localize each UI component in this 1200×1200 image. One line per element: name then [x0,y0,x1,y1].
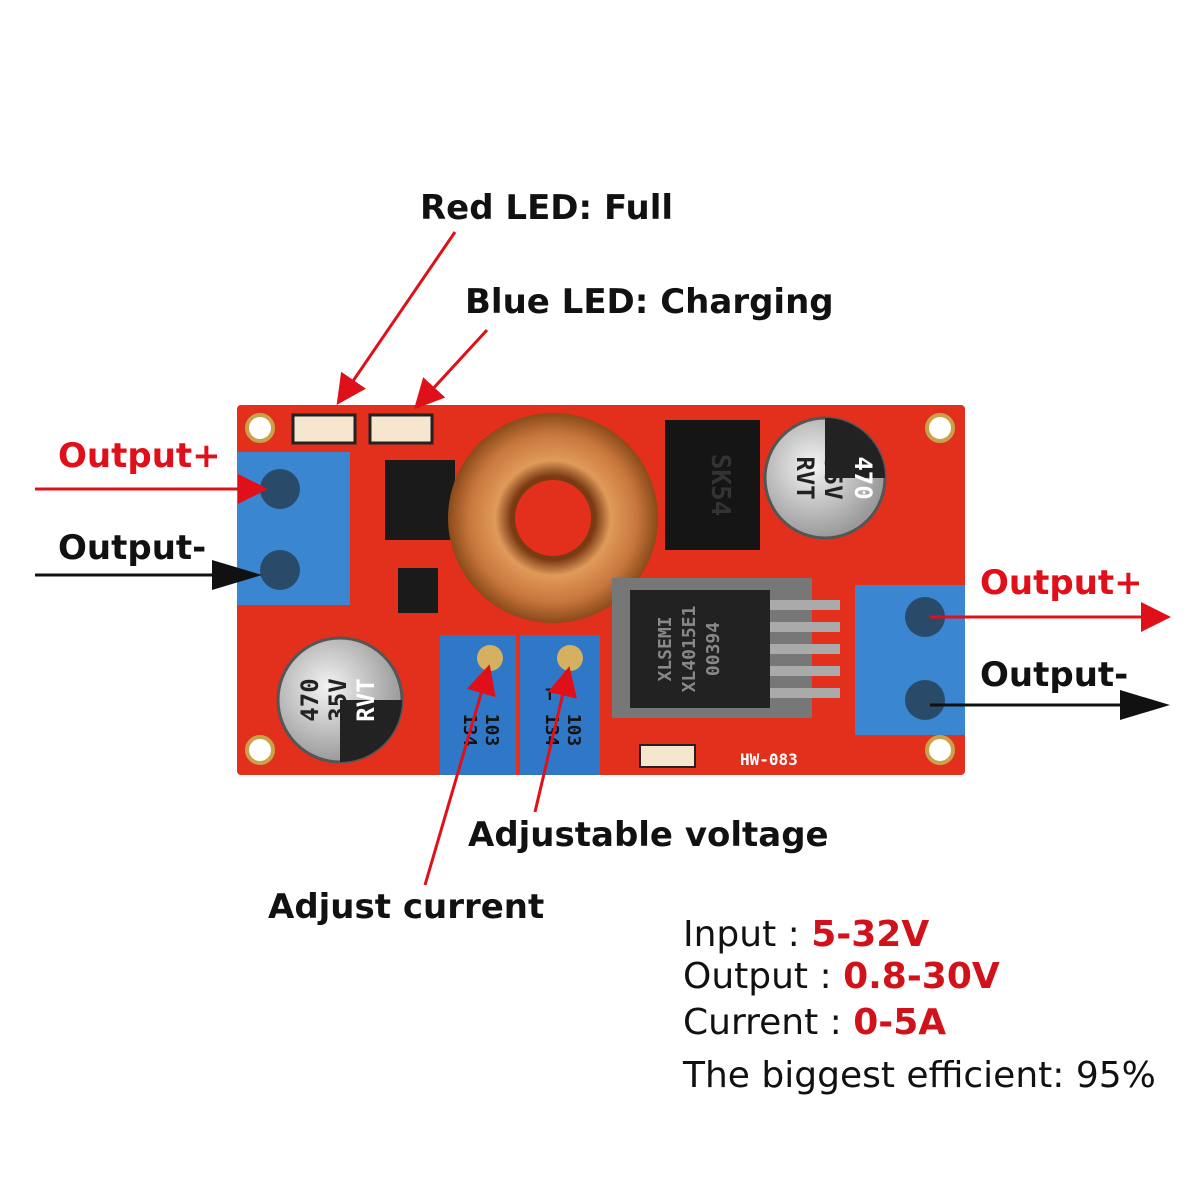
pot-current-code: 103 [481,714,502,747]
ic-brand: XLSEMI [655,616,676,681]
label-red-led: Red LED: Full [420,188,674,228]
chip [398,568,438,613]
ic-xl4015 [630,590,770,708]
label-right-output-minus: Output- [980,655,1129,695]
arrow-red-led [336,231,457,405]
spec-current: Current : 0-5A [683,1002,947,1043]
label-left-output-minus: Output- [58,528,207,568]
red-led [291,413,357,445]
chip [385,460,455,540]
diode-text: SK54 [705,454,735,517]
arrows [35,231,1171,886]
cap-top-voltage: 35V [819,456,847,499]
arrow-blue-led [413,328,489,410]
label-blue-led: Blue LED: Charging [465,282,834,322]
cap-bottom-value: 470 [296,678,324,721]
cap-top-value: 470 [849,456,877,499]
cap-top-series: RVT [791,456,819,499]
pot-type: T [545,685,555,704]
mount-holes [245,413,955,765]
pot-voltage-code: 103 [563,714,584,747]
label-adjustable-voltage: Adjustable voltage [468,815,829,855]
blue-led [368,413,434,445]
cap-bottom-voltage: 35V [324,678,352,721]
diode-sk54 [665,420,760,550]
ic-lot: 00394 [703,622,724,676]
label-left-output-plus: Output+ [58,436,221,476]
spec-input: Input : 5-32V [683,914,930,955]
spec-output: Output : 0.8-30V [683,956,1000,997]
label-adjust-current: Adjust current [268,887,545,927]
label-right-output-plus: Output+ [980,563,1143,603]
arrow-adjustable-voltage [533,666,578,813]
cap-bottom-series: RVT [352,678,380,721]
arrow-adjust-current [423,664,496,886]
model-text: HW-083 [740,750,798,769]
spec-efficiency: The biggest efficient: 95% [683,1055,1156,1096]
ic-part: XL4015E1 [679,606,700,693]
